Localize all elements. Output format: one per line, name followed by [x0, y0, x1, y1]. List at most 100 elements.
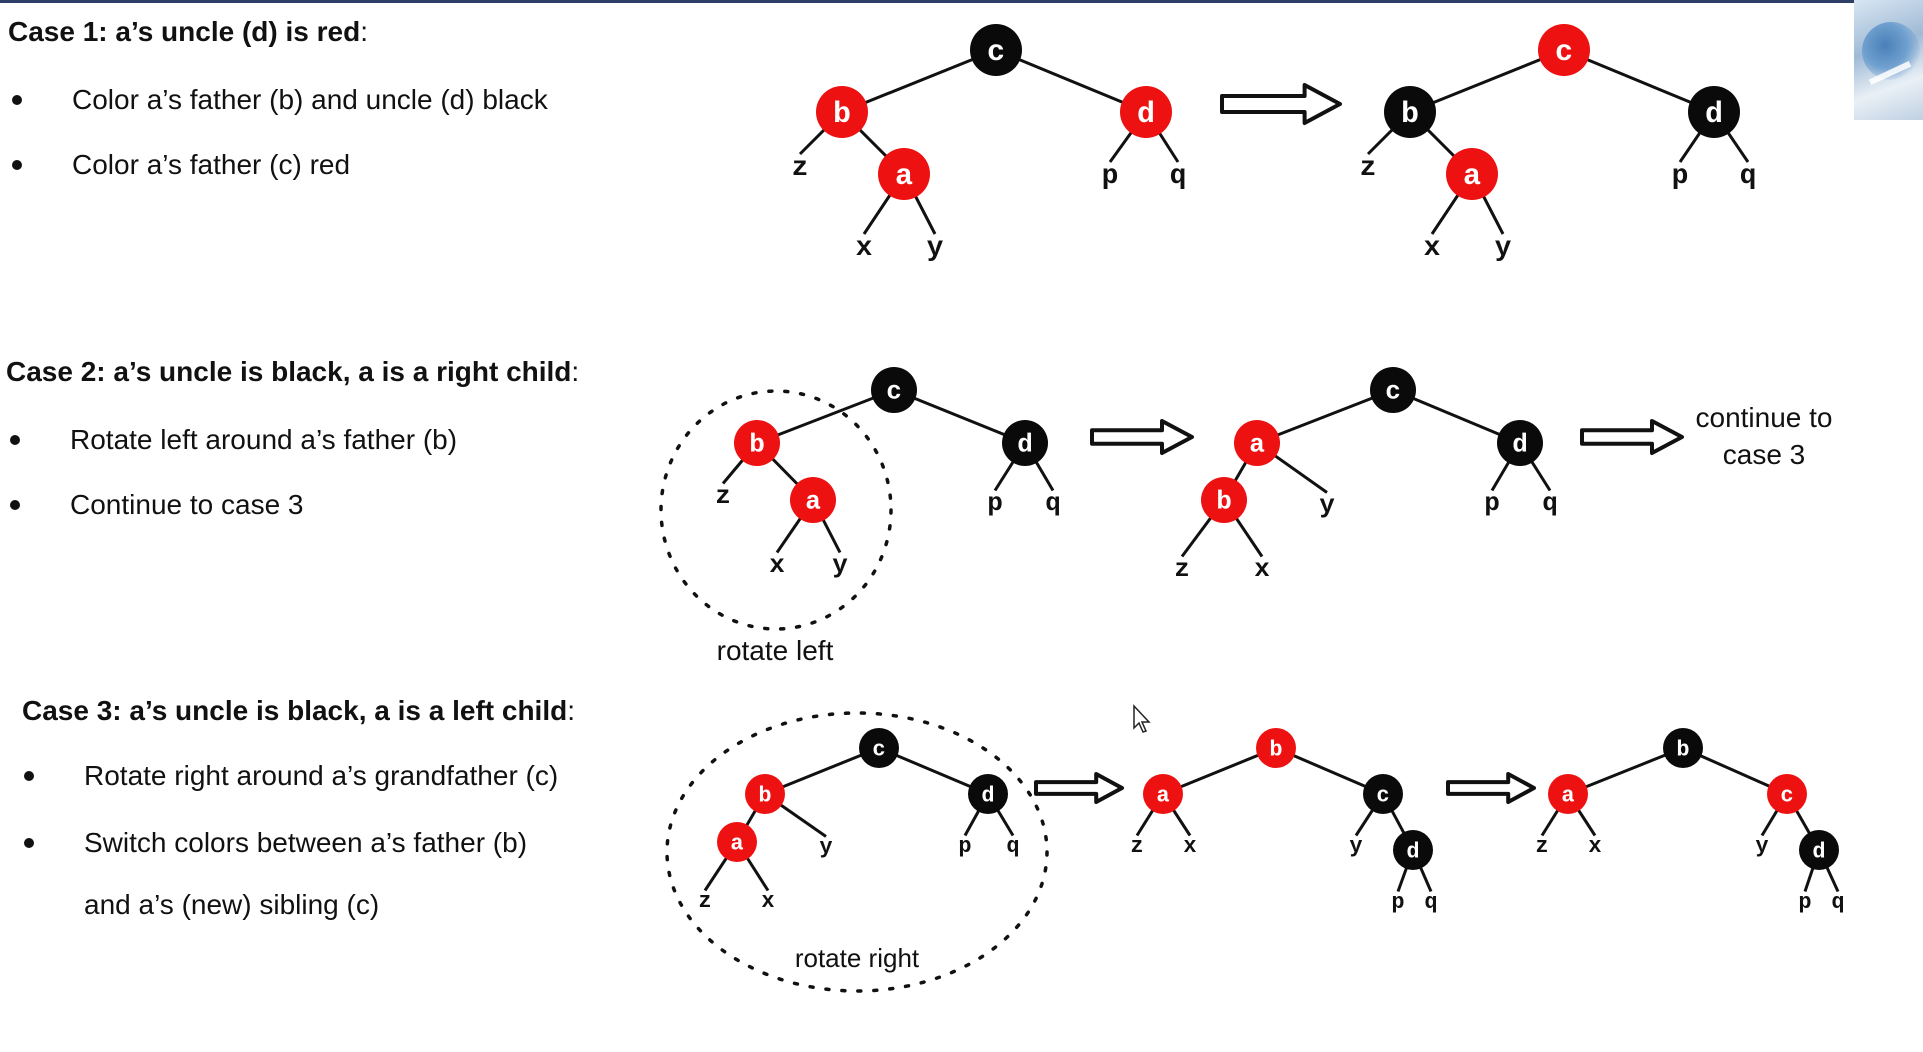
rotate-left-circle	[659, 389, 893, 631]
case-3-bullet-3-text: and a’s (new) sibling (c)	[84, 889, 380, 920]
tree-node-b	[816, 86, 868, 138]
case-3-bullet-1-text: Rotate right around a’s grandfather (c)	[84, 760, 559, 791]
tree-leaf-label: x	[1588, 834, 1601, 859]
tree-node-label: c	[987, 36, 1005, 70]
tree-node-b	[1201, 477, 1247, 523]
tree-node-a	[1234, 420, 1280, 466]
tree-leaf-label: y	[1319, 490, 1335, 520]
presenter-thumbnail	[1854, 0, 1923, 120]
tree-leaf-label: z	[792, 153, 809, 184]
tree-node-d	[1497, 420, 1543, 466]
tree-node-label: b	[833, 98, 851, 132]
tree-edge	[1162, 746, 1277, 796]
case-1-title-text: Case 1: a’s uncle (d) is red	[8, 16, 361, 47]
case-3-title-colon: :	[567, 695, 575, 726]
tree-leaf-label: q	[1045, 488, 1061, 518]
tree-leaf-label: z	[1535, 834, 1548, 859]
bullet-dot-icon	[10, 500, 20, 510]
tree-node-label: a	[1249, 430, 1265, 460]
tree-leaf-label: p	[1672, 161, 1689, 192]
tree-leaf-label: z	[1174, 554, 1190, 584]
tree-node-label: a	[1463, 160, 1481, 194]
top-border	[0, 0, 1923, 3]
tree-leaf-label: z	[1360, 153, 1377, 184]
tree-node-label: b	[1401, 98, 1419, 132]
tree-node-b	[734, 420, 780, 466]
tree-edge	[756, 388, 895, 445]
tree-leaf-label: y	[1349, 834, 1362, 859]
case-2-bullet-1-text: Rotate left around a’s father (b)	[70, 424, 458, 455]
case-2-title-text: Case 2: a’s uncle is black, a is a right…	[6, 356, 572, 387]
tree-edge	[764, 746, 880, 796]
case-1-title: Case 1: a’s uncle (d) is red:	[8, 16, 368, 48]
tree-node-c	[1538, 24, 1590, 76]
tree-leaf-label: x	[1183, 834, 1196, 859]
tree-edge	[893, 388, 1026, 445]
tree-leaf-label: p	[987, 488, 1003, 518]
tree-node-label: d	[1812, 839, 1825, 864]
tree-node-label: a	[805, 487, 821, 517]
tree-leaf-label: x	[769, 550, 785, 580]
tree-node-label: b	[1676, 737, 1689, 762]
tree-node-label: c	[872, 737, 885, 762]
tree-leaf-label: x	[761, 889, 774, 914]
tree-node-d	[968, 774, 1008, 814]
tree-leaf-label: q	[1424, 890, 1437, 915]
tree-node-label: b	[749, 430, 765, 460]
bullet-dot-icon	[12, 160, 22, 170]
tree-edge	[1567, 746, 1684, 796]
tree-leaf-label: x	[1254, 554, 1270, 584]
tree-node-c	[859, 728, 899, 768]
tree-node-label: a	[730, 831, 743, 856]
tree-node-label: c	[886, 377, 902, 407]
transform-arrow-icon	[1220, 83, 1342, 125]
tree-node-d	[1688, 86, 1740, 138]
tree-node-d	[1799, 830, 1839, 870]
tree-edge	[995, 48, 1147, 114]
tree-leaf-label: y	[1495, 233, 1512, 264]
tree-node-c	[1767, 774, 1807, 814]
tree-node-a	[1548, 774, 1588, 814]
tree-leaf-label: q	[1740, 161, 1757, 192]
tree-leaf-label: q	[1831, 890, 1844, 915]
bullet-dot-icon	[24, 771, 34, 781]
tree-leaf-label: y	[819, 835, 832, 860]
tree-node-label: c	[1385, 377, 1401, 407]
tree-node-label: d	[1017, 430, 1033, 460]
tree-node-a	[1143, 774, 1183, 814]
tree-leaf-label: p	[1484, 488, 1500, 518]
tree-leaf-label: z	[1130, 834, 1143, 859]
tree-node-label: d	[981, 783, 994, 808]
tree-edge	[1409, 48, 1565, 114]
tree-node-c	[970, 24, 1022, 76]
tree-node-label: b	[1269, 737, 1282, 762]
tree-leaf-label: q	[1542, 488, 1558, 518]
transform-arrow-icon	[1580, 419, 1684, 455]
tree-leaf-label: x	[856, 233, 873, 264]
bullet-dot-icon	[24, 838, 34, 848]
tree-node-c	[1370, 367, 1416, 413]
tree-edge	[1563, 48, 1715, 114]
tree-edge	[841, 48, 997, 114]
tree-leaf-label: p	[1391, 890, 1404, 915]
case-1-title-colon: :	[360, 16, 368, 47]
tree-node-b	[745, 774, 785, 814]
tree-leaf-label: y	[832, 550, 848, 580]
case-2-title-colon: :	[571, 356, 580, 387]
tree-leaf-label: p	[958, 834, 971, 859]
tree-leaf-label: x	[1424, 233, 1441, 264]
tree-node-c	[871, 367, 917, 413]
tree-node-label: c	[1376, 783, 1389, 808]
tree-leaf-label: q	[1170, 161, 1187, 192]
transform-arrow-icon	[1090, 419, 1194, 455]
case-3-bullet-2-text: Switch colors between a’s father (b)	[84, 827, 528, 858]
tree-node-label: d	[1512, 430, 1528, 460]
tree-node-label: a	[1561, 783, 1574, 808]
tree-node-label: c	[1780, 783, 1793, 808]
case-1-bullet-1-text: Color a’s father (b) and uncle (d) black	[72, 84, 548, 115]
tree-node-label: a	[1156, 783, 1169, 808]
continue-to-label-line1: continue to	[1696, 402, 1833, 433]
tree-node-d	[1002, 420, 1048, 466]
